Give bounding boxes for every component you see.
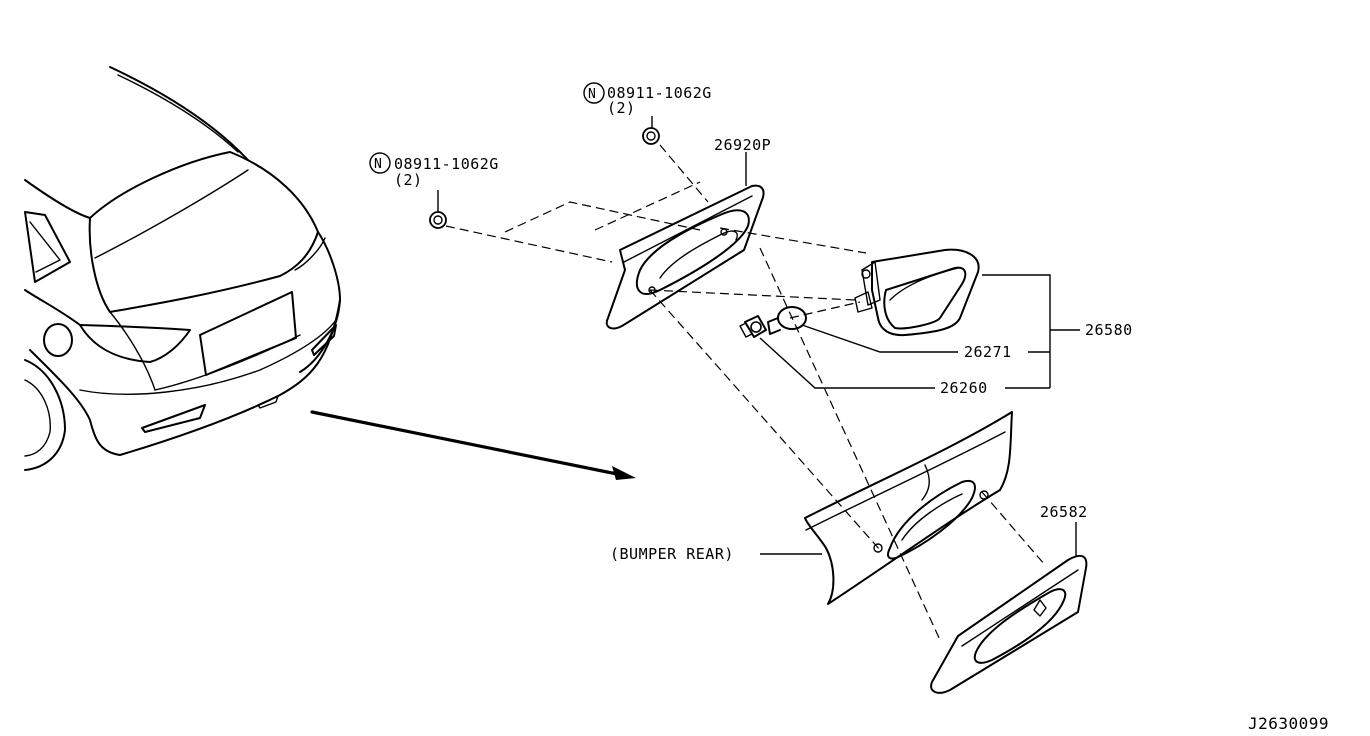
vehicle-rear-illustration [24,66,636,480]
socket-26260 [739,315,767,338]
finisher-26582: 26582 [930,503,1088,694]
nut-left-symbol: N [374,157,382,172]
lamp-assembly-part-number: 26580 [1085,321,1133,339]
bulb-part-number: 26271 [964,343,1012,361]
nut-left-quantity: (2) [394,171,423,189]
nut-top-part-number: 08911-1062G [607,84,712,102]
bulb-26271 [767,306,807,335]
nut-top-quantity: (2) [607,99,636,117]
lamp-assembly [854,248,980,337]
socket-part-number: 26260 [940,379,988,397]
finisher-part-number: 26582 [1040,503,1088,521]
lamp-leaders: 26580 26271 26260 [759,274,1133,397]
nut-left-part-number: 08911-1062G [394,155,499,173]
nut-top: N 08911-1062G (2) [583,82,712,145]
nut-top-symbol: N [588,87,596,102]
bracket-26920p: 26920P [605,136,771,330]
nut-left: N 08911-1062G (2) [369,152,499,229]
assembly-lines [445,144,1046,641]
bracket-part-number: 26920P [714,136,771,154]
bumper-rear: (BUMPER REAR) [610,411,1013,605]
diagram-id: J2630099 [1248,714,1329,733]
bumper-label: (BUMPER REAR) [610,545,734,563]
